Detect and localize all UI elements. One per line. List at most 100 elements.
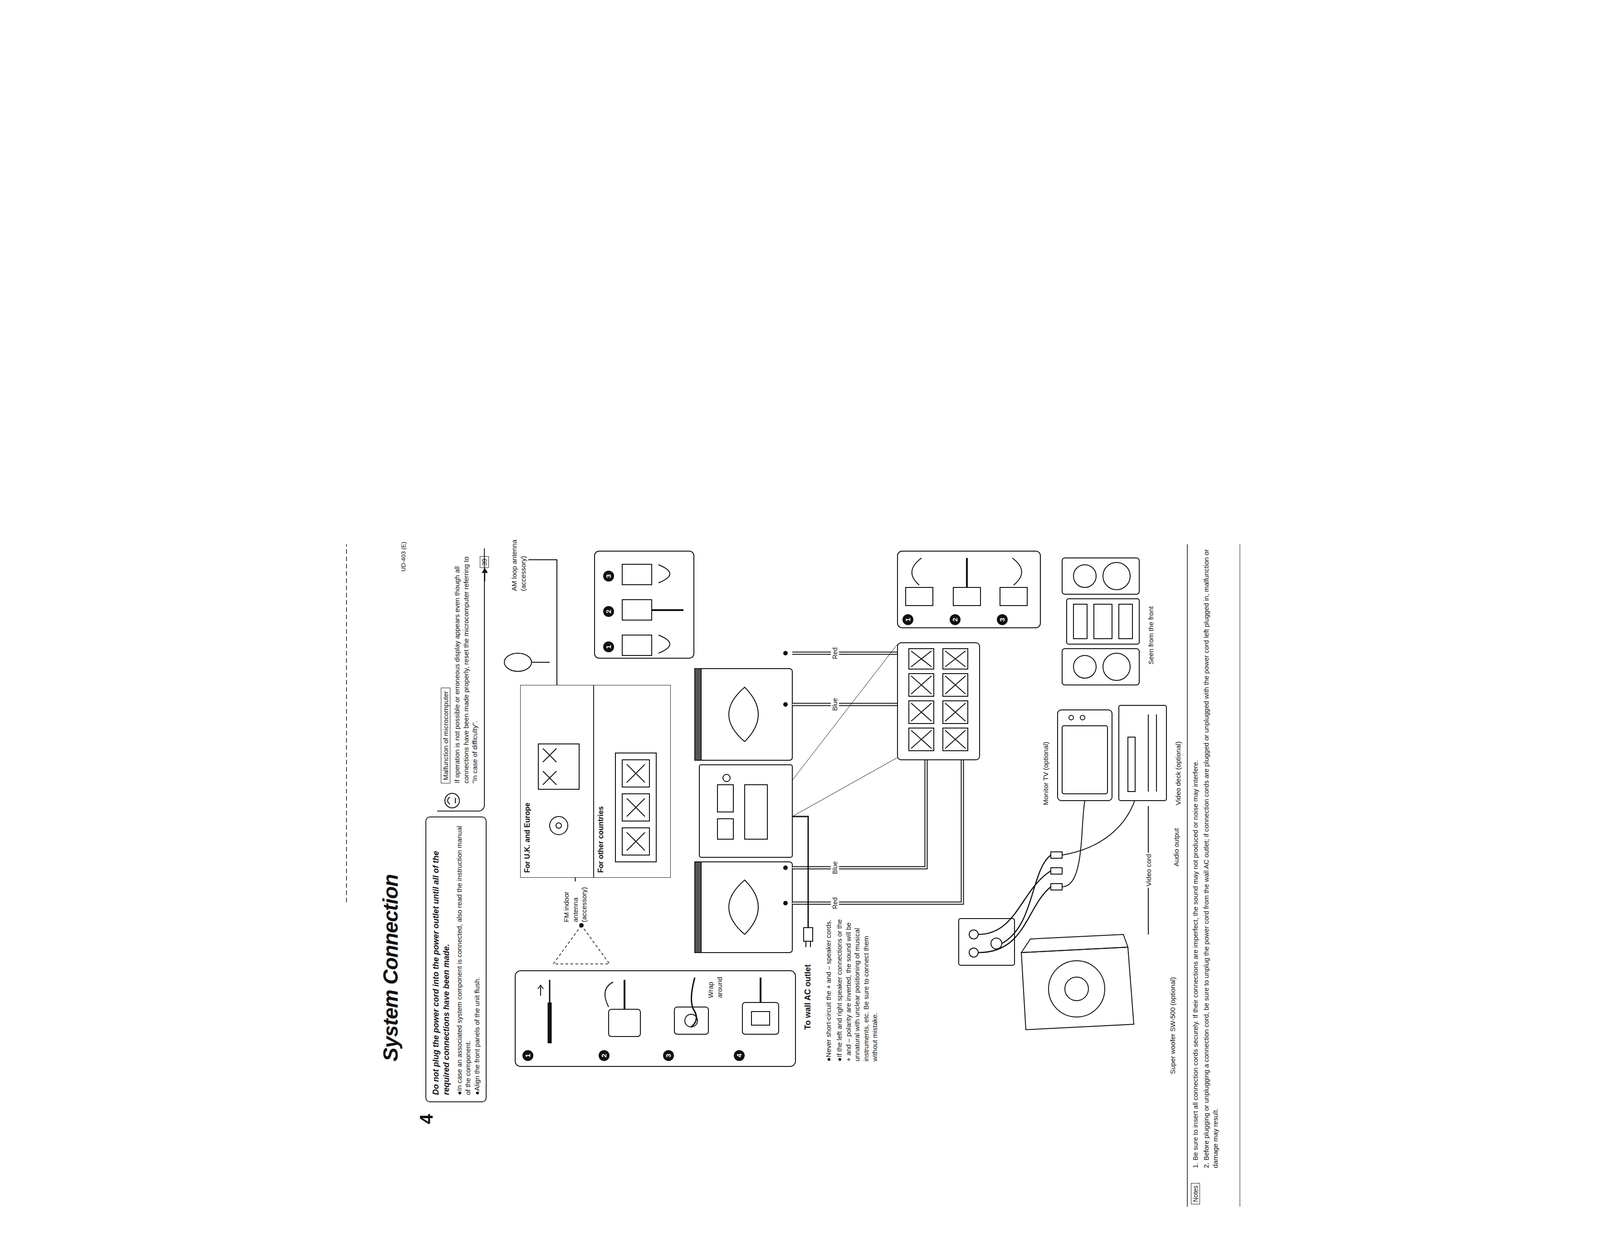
node-heading: For other countries: [596, 689, 605, 873]
speakers-and-unit-part: [694, 668, 793, 761]
fm-antenna: [553, 923, 610, 964]
front-view-part: [1073, 564, 1097, 588]
speaker-steps-part: [622, 564, 652, 585]
antenna-label: FM indoor antenna (accessory): [560, 881, 590, 923]
subwoofer-part: [1048, 960, 1105, 1017]
terminal-steps-part: [1000, 587, 1028, 606]
step-number: 2: [949, 614, 961, 625]
subwoofer-part: [969, 929, 979, 939]
speakers-and-unit-part: [694, 861, 702, 953]
page-rule: [346, 544, 347, 903]
front-view-part: [1102, 562, 1131, 590]
cable-line: [528, 559, 557, 685]
speaker-terminal-block-part: [911, 650, 932, 749]
jack-label: Audio output: [1171, 828, 1181, 867]
wire-color: Red: [830, 896, 840, 910]
subwoofer-part: [1021, 946, 1134, 1030]
speakers-and-unit-part: [717, 784, 734, 812]
antenna-panel: For other countries: [593, 684, 671, 878]
speaker-cords-part: [792, 643, 898, 781]
speakers-and-unit-part: [699, 764, 793, 858]
warning-icon: [444, 793, 460, 808]
antenna-terminals-part: [549, 816, 568, 835]
subwoofer-part: [1062, 800, 1085, 887]
power-cord-part: [792, 816, 809, 928]
antenna-label: AM loop antenna (accessory): [508, 527, 529, 592]
subwoofer-part: [1050, 867, 1063, 874]
wire-prep-steps-part: [604, 981, 614, 1007]
wire-prep-steps-part: [691, 977, 697, 1027]
speaker-terminal-block-part: [897, 642, 980, 760]
note-box: Malfunction of microcomputerIf operation…: [437, 548, 485, 812]
reference-arrow: [482, 568, 488, 582]
node-heading: Do not plug the power cord into the powe…: [430, 823, 453, 1095]
speaker-cords-part: [792, 757, 898, 817]
wire-prep-steps-part: [759, 977, 762, 1003]
speakers-and-unit-part: [783, 651, 788, 655]
manual-page: System ConnectionDo not plug the power c…: [336, 517, 1250, 1225]
speaker-cords-part: [792, 652, 898, 654]
speaker-cords-part: [792, 759, 927, 868]
front-view-part: [1073, 655, 1097, 679]
subwoofer: [958, 800, 1135, 1030]
monitor-tv-part: [1068, 715, 1074, 720]
subwoofer-part: [1062, 800, 1135, 855]
terminal-steps-part: [897, 551, 1041, 628]
speaker-steps-part: [651, 609, 684, 611]
subwoofer-part: [1001, 854, 1051, 944]
speaker-cords-part: [792, 702, 898, 707]
terminal-steps-part: [965, 557, 968, 588]
illustration: [336, 517, 1250, 1225]
subwoofer-part: [969, 947, 979, 957]
front-view-part: [1093, 604, 1113, 639]
video-deck-part: [1147, 714, 1149, 792]
speaker-cords-part: [792, 759, 963, 903]
antenna-terminals-part: [626, 764, 645, 851]
notes-rules-part: [1186, 544, 1188, 1207]
video-deck-part: [1156, 714, 1157, 792]
speaker-steps-part: [622, 599, 652, 620]
am-loop-antenna: [504, 653, 550, 672]
view-caption: Seen from the front: [1146, 606, 1156, 665]
subwoofer-part: [1064, 976, 1089, 1001]
speakers-and-unit: [694, 651, 793, 953]
page-rule-part: [346, 544, 347, 903]
front-view-part: [1066, 598, 1140, 644]
speaker-steps-part: [594, 551, 694, 659]
speaker-cords-part: [792, 759, 927, 868]
monitor-tv: Monitor TV (optional): [1040, 705, 1113, 806]
node-heading: Video deck (optional): [1173, 703, 1183, 805]
warning-icon-part: [444, 793, 460, 808]
step-number: 4: [733, 1049, 745, 1061]
power-cord-part: [809, 941, 811, 947]
step-number: 3: [663, 1049, 674, 1061]
front-view: [1062, 557, 1140, 685]
warning-icon-part: [447, 796, 456, 805]
speakers-and-unit-part: [728, 879, 759, 935]
subwoofer-unit: Super woofer SW-500 (optional): [1016, 934, 1178, 1075]
page-reference: 39: [479, 556, 489, 568]
reference-arrow-part: [484, 571, 486, 582]
video-deck-part: [1127, 736, 1136, 792]
step-number: 3: [996, 614, 1008, 625]
power-cord-part: [803, 927, 813, 942]
speakers-and-unit-part: [744, 784, 768, 840]
wire-prep-steps-part: [515, 970, 796, 1067]
terminal-steps-part: [953, 587, 981, 606]
subwoofer-part: [1050, 883, 1063, 890]
wrap-note: Wrap around: [706, 971, 724, 998]
step-number: 1: [902, 614, 914, 625]
wire-prep-steps-part: [751, 1011, 770, 1025]
step-number: 2: [598, 1049, 610, 1061]
video-deck-part: [1118, 705, 1167, 801]
front-view-part: [1062, 648, 1140, 685]
monitor-tv-part: [1080, 715, 1085, 720]
wire-prep-steps-part: [549, 979, 551, 1003]
step-number: 2: [603, 605, 615, 617]
speakers-and-unit-part: [783, 901, 788, 905]
subwoofer-part: [978, 870, 1051, 935]
speaker-cords-part: [792, 703, 898, 706]
speaker-cords-part: [792, 759, 963, 903]
speaker-cords: [792, 643, 963, 903]
speakers-and-unit-part: [694, 861, 793, 953]
